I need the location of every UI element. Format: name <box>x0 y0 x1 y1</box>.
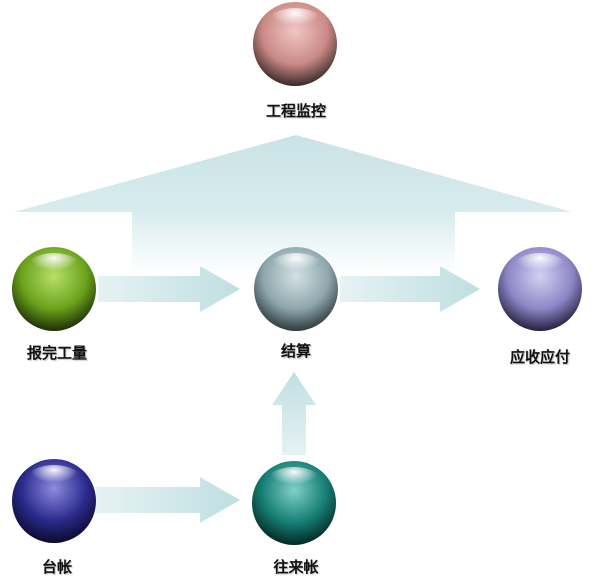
sphere-ledger <box>12 459 96 543</box>
label-current-account: 往来帐 <box>273 558 319 576</box>
sphere-completed-workload <box>12 247 96 331</box>
sphere-receivable-payable <box>498 247 582 331</box>
label-settlement: 结算 <box>280 342 312 360</box>
arrow-completed-to-settlement <box>98 266 240 312</box>
roof-arrow <box>14 135 572 275</box>
label-ledger: 台帐 <box>41 558 73 576</box>
sphere-current-account <box>252 461 336 545</box>
sphere-engineering-monitor <box>253 2 337 86</box>
arrow-settlement-to-receivable <box>340 266 480 312</box>
label-engineering-monitor: 工程监控 <box>265 102 327 120</box>
sphere-settlement <box>254 247 338 331</box>
label-receivable-payable: 应收应付 <box>509 348 571 366</box>
arrow-current-account-to-settlement <box>272 372 316 455</box>
arrow-ledger-to-current-account <box>96 477 240 523</box>
label-completed-workload: 报完工量 <box>26 344 88 362</box>
